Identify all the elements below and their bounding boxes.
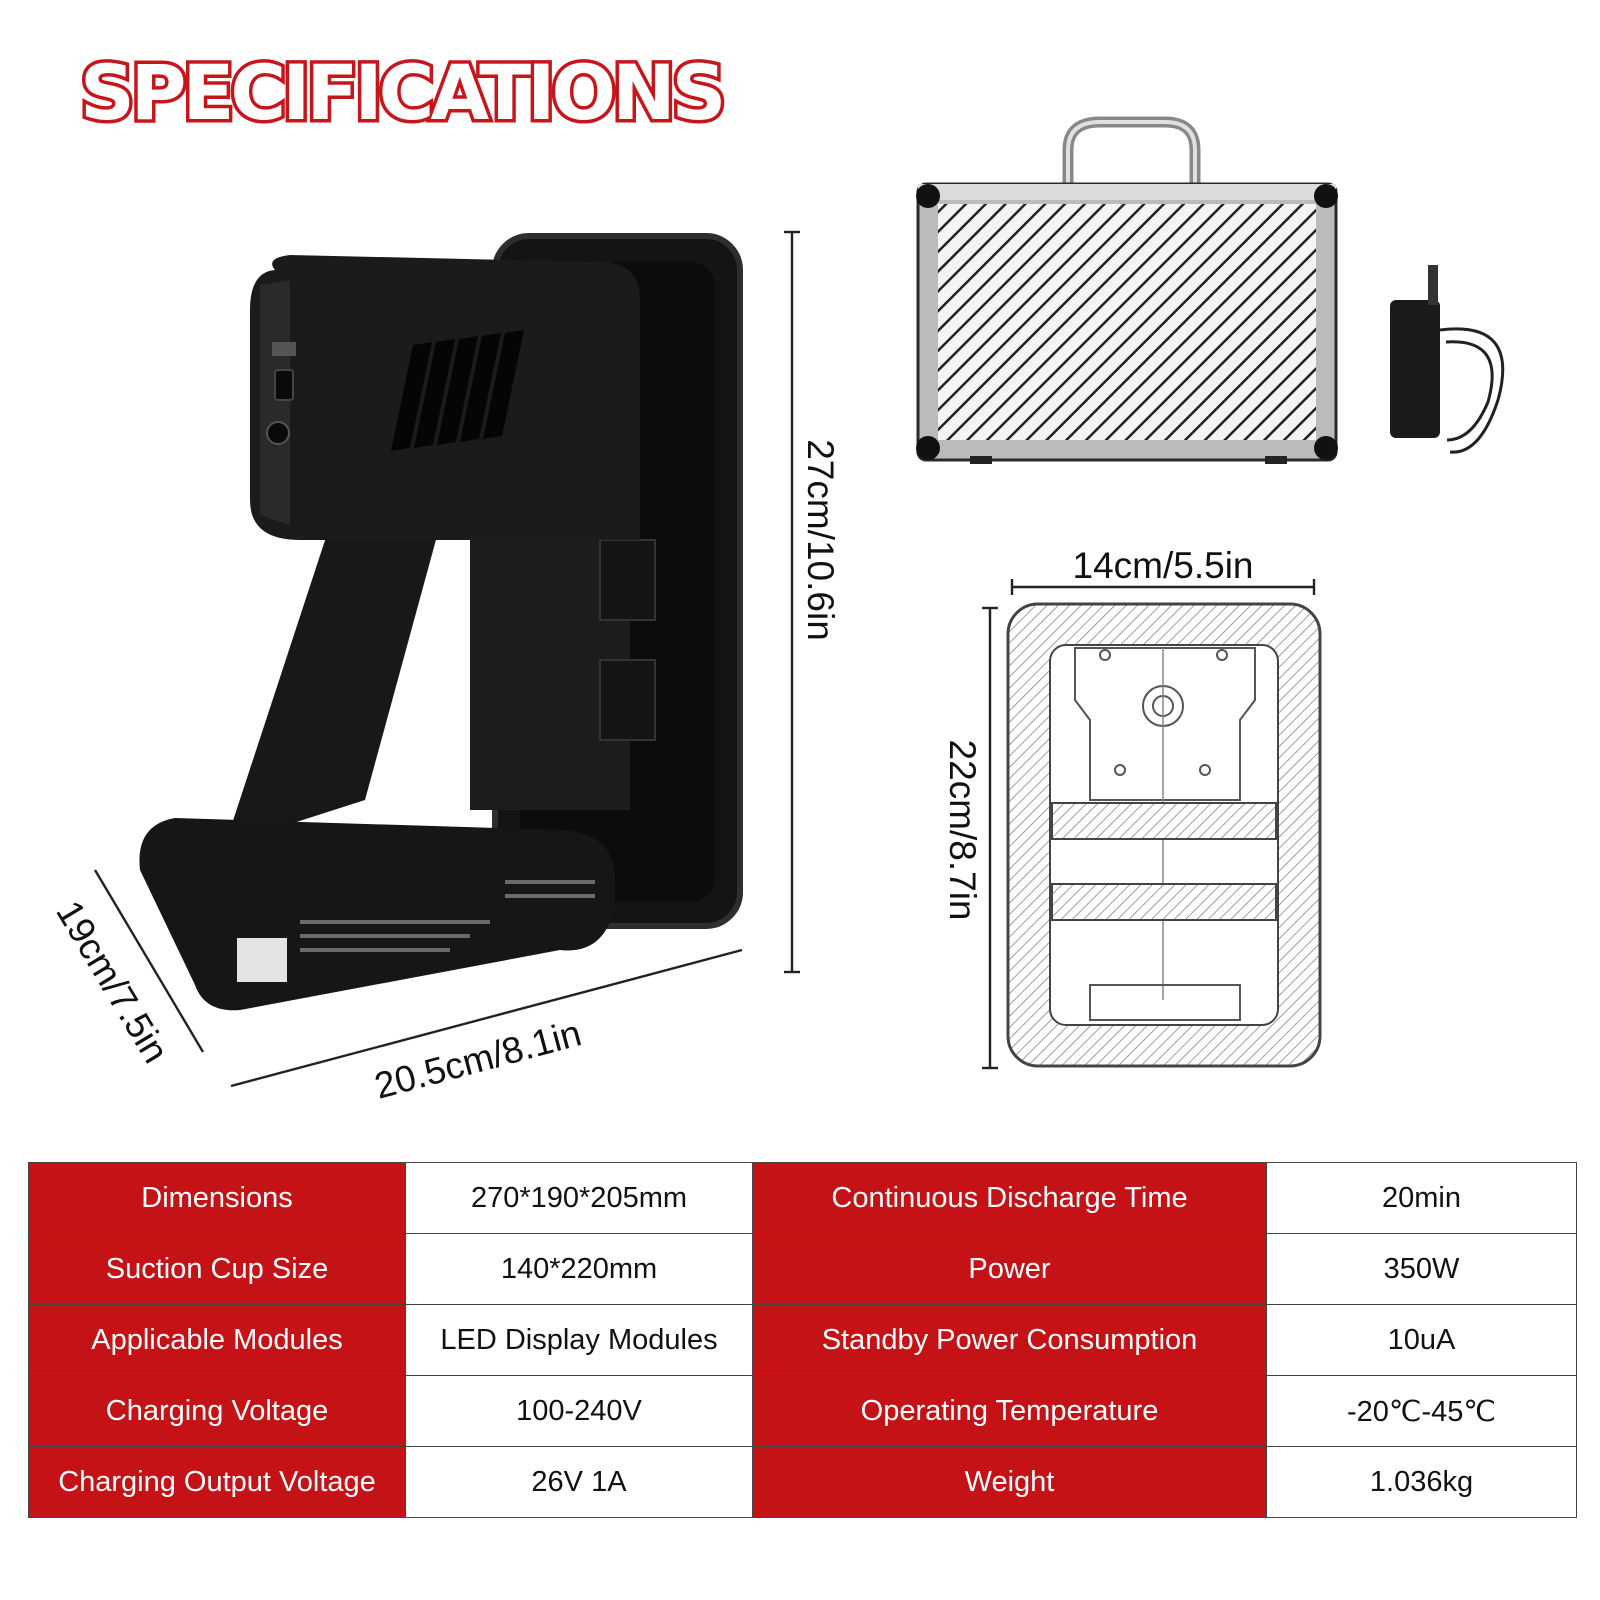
spec-value: 10uA: [1266, 1304, 1577, 1376]
spec-value: 350W: [1266, 1233, 1577, 1305]
spec-label: Weight: [752, 1446, 1267, 1518]
spec-value: LED Display Modules: [405, 1304, 753, 1376]
page-title: SPECIFICATIONS: [76, 45, 729, 141]
spec-label: Charging Output Voltage: [28, 1446, 406, 1518]
suction-lifter-icon: [139, 233, 743, 1011]
spec-value: 270*190*205mm: [405, 1162, 753, 1234]
spec-value: 20min: [1266, 1162, 1577, 1234]
table-row: Dimensions 270*190*205mm Continuous Disc…: [28, 1162, 1577, 1234]
spec-label: Continuous Discharge Time: [752, 1162, 1267, 1234]
spec-label: Suction Cup Size: [28, 1233, 406, 1305]
spec-label: Standby Power Consumption: [752, 1304, 1267, 1376]
table-row: Suction Cup Size 140*220mm Power 350W: [28, 1233, 1577, 1305]
table-row: Charging Voltage 100-240V Operating Temp…: [28, 1375, 1577, 1447]
height-dimension-label: 27cm/10.6in: [800, 439, 841, 641]
power-adapter-icon: [1390, 265, 1505, 454]
suction-cup-diagram-icon: [1006, 602, 1322, 1068]
specifications-table: Dimensions 270*190*205mm Continuous Disc…: [28, 1162, 1577, 1518]
table-row: Charging Output Voltage 26V 1A Weight 1.…: [28, 1446, 1577, 1518]
spec-value: 1.036kg: [1266, 1446, 1577, 1518]
product-illustration: [93, 230, 800, 1088]
spec-label: Operating Temperature: [752, 1375, 1267, 1447]
spec-value: 140*220mm: [405, 1233, 753, 1305]
spec-label: Power: [752, 1233, 1267, 1305]
suction-cup-diagram: [982, 579, 1322, 1070]
spec-value: 100-240V: [405, 1375, 753, 1447]
carrying-case-icon: [916, 116, 1338, 464]
spec-label: Charging Voltage: [28, 1375, 406, 1447]
table-row: Applicable Modules LED Display Modules S…: [28, 1304, 1577, 1376]
cup-height-dimension-label: 22cm/8.7in: [942, 739, 983, 921]
spec-value: -20℃-45℃: [1266, 1375, 1577, 1447]
illustrations: [93, 116, 1505, 1088]
cup-width-dimension-label: 14cm/5.5in: [1072, 545, 1254, 586]
spec-value: 26V 1A: [405, 1446, 753, 1518]
spec-label: Dimensions: [28, 1162, 406, 1234]
spec-label: Applicable Modules: [28, 1304, 406, 1376]
